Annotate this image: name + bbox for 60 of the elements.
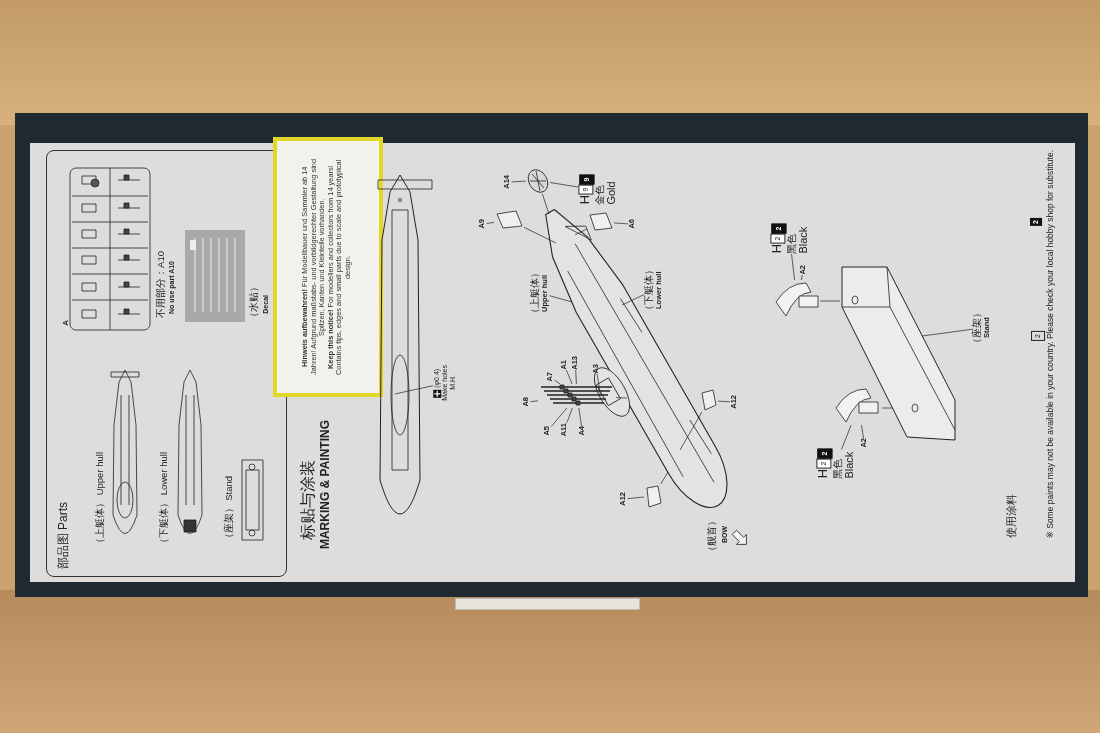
- guide-line: [660, 471, 669, 485]
- leader-line: [565, 369, 573, 385]
- part-caption: （座架）: [971, 308, 982, 348]
- paint-code: H: [769, 244, 785, 254]
- propeller: [526, 167, 550, 194]
- leader-line: [511, 180, 527, 183]
- leader-line: [596, 373, 601, 396]
- color-name: Black: [842, 452, 855, 479]
- fin: [494, 210, 524, 230]
- leader-line: [549, 182, 579, 188]
- fin: [587, 212, 614, 232]
- color-name: 金色: [594, 185, 606, 205]
- part-caption: （上艇体）: [529, 268, 540, 318]
- leader-line: [613, 222, 629, 225]
- note-text: 不用部分：A10: [156, 251, 167, 318]
- leader-line: [530, 400, 539, 403]
- guide-line: [679, 411, 703, 451]
- leader-line: [791, 253, 795, 281]
- leader-line: [554, 379, 561, 385]
- leader-line: [566, 407, 573, 423]
- color-name: 黑色: [786, 234, 798, 254]
- paint-code: H: [577, 195, 593, 205]
- part-caption: （水贴）: [249, 282, 260, 322]
- part-caption: （下艇体）: [643, 265, 654, 315]
- guide-line: [574, 228, 588, 236]
- leader-line: [861, 424, 864, 439]
- fin: [644, 484, 663, 508]
- leader-line: [920, 328, 973, 337]
- part-caption: （下艇体） Lower hull: [159, 452, 170, 548]
- paint-code: H: [815, 469, 831, 479]
- leader-line: [800, 274, 803, 281]
- sprue-letter: A: [61, 320, 71, 326]
- leader-line: [717, 400, 731, 403]
- guide-line: [621, 294, 645, 306]
- footnote: ※ Some paints may not be available in your country. Please check your local hobby shop for substitute.: [1046, 149, 1056, 538]
- leader-line: [841, 424, 852, 450]
- leader-line: [819, 300, 841, 302]
- part-caption: （上艇体） Upper hull: [95, 452, 106, 548]
- panel-heading: 部品图 Parts: [57, 501, 71, 569]
- guide-line: [523, 226, 557, 244]
- section-heading: MARKING & PAINTING: [319, 419, 333, 549]
- fin: [699, 389, 718, 412]
- paint-heading: 使用涂料: [1005, 494, 1018, 538]
- leader-line: [551, 407, 568, 427]
- notice-sticker: [273, 137, 383, 397]
- stand-arm: [835, 388, 882, 425]
- leader-line: [627, 496, 645, 500]
- leader-line: [578, 407, 582, 427]
- bow-label: （舰首）: [707, 516, 718, 556]
- guide-line: [549, 295, 573, 303]
- leader-line: [394, 385, 434, 395]
- section-heading: 标贴与涂装: [299, 460, 317, 540]
- part-caption: （座架） Stand: [224, 475, 235, 543]
- color-name: 黑色: [832, 459, 844, 479]
- color-name: Gold: [604, 181, 617, 205]
- guide-line: [615, 397, 628, 399]
- leader-line: [575, 369, 577, 385]
- color-name: Black: [796, 227, 809, 254]
- guide-line: [542, 193, 550, 215]
- leader-line: [486, 222, 495, 224]
